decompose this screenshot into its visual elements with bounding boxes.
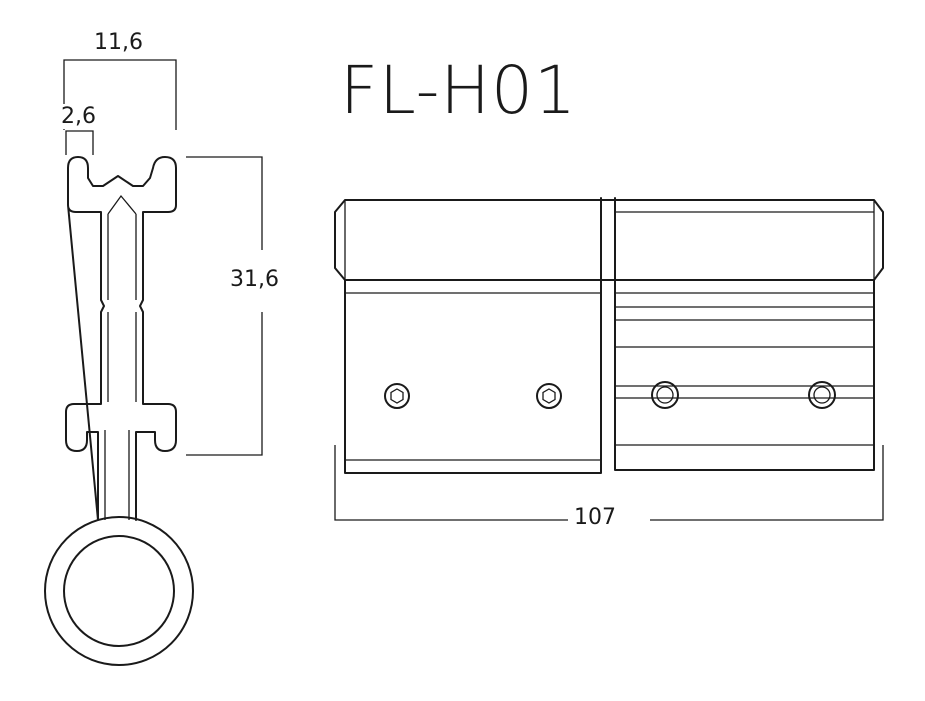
dim-line-width [63,59,177,130]
product-code-title: FL-H01 [340,52,577,129]
left-leaf [344,279,602,474]
hinge-profile-section [44,59,263,666]
pin-right [808,381,836,409]
barrel-split [600,197,616,283]
hinge-front-view [334,197,884,521]
knuckle-outer-ring [44,516,194,666]
dim-line-length [334,445,884,521]
pin-left [651,381,679,409]
screw-hex-left [384,383,410,409]
dim-label-lip-width: 2,6 [55,104,102,129]
dim-line-lip [65,130,94,155]
right-leaf [614,279,875,471]
knuckle-inner-ring [63,535,175,647]
dim-label-profile-width: 11,6 [88,30,149,55]
profile-web [104,194,137,520]
dim-label-hinge-length: 107 [568,505,622,530]
profile-outline [65,156,177,521]
dim-label-profile-height: 31,6 [224,267,285,292]
screw-hex-right [536,383,562,409]
dim-line-height [186,156,263,456]
